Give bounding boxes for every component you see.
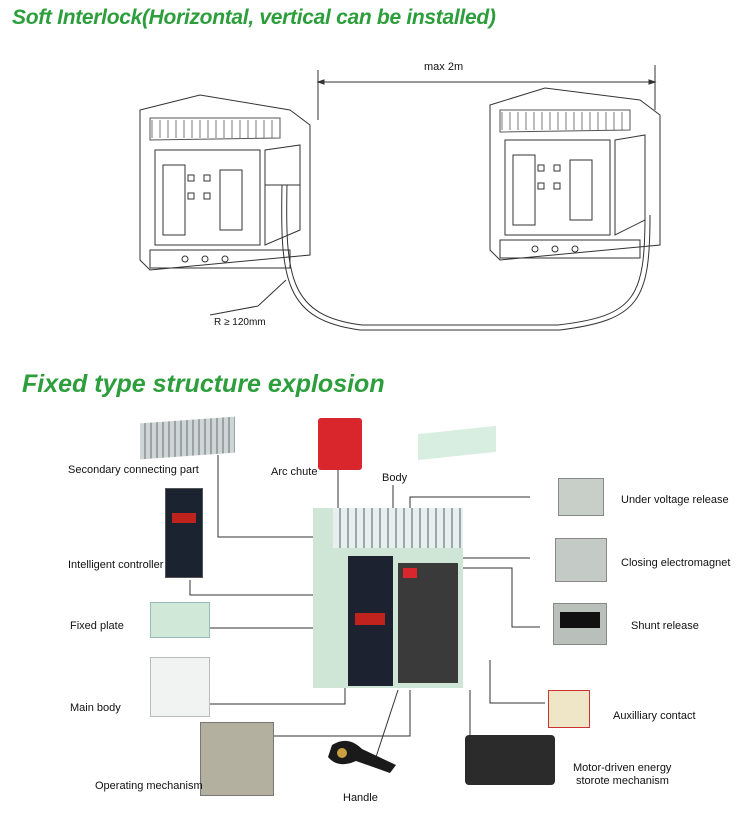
breaker-left [139,94,311,271]
motor-mechanism-image [465,735,555,785]
closing-electromagnet-image [555,538,607,582]
shunt-release-image [553,603,607,645]
dimension-label: max 2m [424,61,464,73]
label-body: Body [382,472,408,484]
explosion-title: Fixed type structure explosion [22,370,385,398]
interlock-cable [209,184,651,331]
label-handle: Handle [343,792,378,804]
soft-interlock-title: Soft Interlock(Horizontal, vertical can … [12,6,496,29]
auxiliary-contact-image [548,690,590,728]
label-main-body: Main body [70,702,121,714]
secondary-connecting-part-image [140,416,235,460]
arc-chute-image [318,418,362,470]
label-motor-line1: Motor-driven energy [573,762,672,774]
radius-label: R ≥ 120mm [214,317,266,328]
fixed-plate-image [150,602,210,638]
label-operating-mechanism: Operating mechanism [95,780,203,792]
label-closing-electromagnet: Closing electromagnet [621,557,731,569]
intelligent-controller-image [165,488,203,578]
label-motor-line2: storote mechanism [576,775,669,787]
under-voltage-release-image [558,478,604,516]
handle-image [318,735,398,777]
label-arc-chute: Arc chute [271,466,318,478]
breaker-right [489,87,661,261]
soft-interlock-drawing [139,65,661,331]
body-image [313,508,463,688]
label-secondary-connecting-part: Secondary connecting part [68,464,199,476]
main-body-image [150,657,210,717]
label-under-voltage-release: Under voltage release [621,494,729,506]
label-fixed-plate: Fixed plate [70,620,124,632]
operating-mechanism-image [200,722,274,796]
label-intelligent-controller: Intelligent controller [68,559,164,571]
label-auxiliary-contact: Auxilliary contact [613,710,696,722]
dimension-line [316,65,657,120]
label-shunt-release: Shunt release [631,620,699,632]
